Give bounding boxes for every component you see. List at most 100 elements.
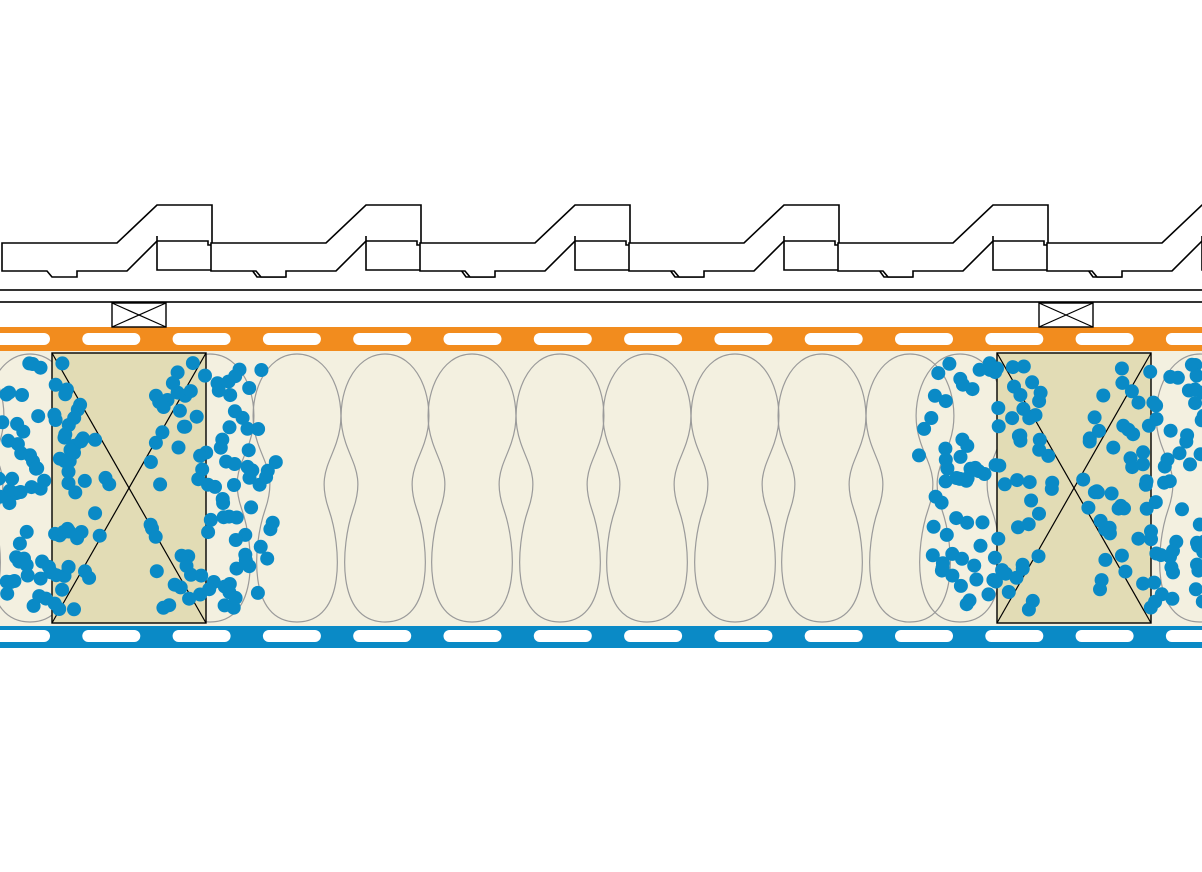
insulation-dot <box>61 464 76 479</box>
insulation-dot <box>55 582 70 597</box>
insulation-dot <box>0 586 15 601</box>
insulation-dot <box>47 596 62 611</box>
insulation-dot <box>153 477 168 492</box>
insulation-dot <box>953 449 968 464</box>
insulation-dot <box>1022 475 1037 490</box>
vapour-control-dash <box>1075 333 1134 345</box>
insulation-dot <box>927 388 942 403</box>
insulation-dot <box>48 377 63 392</box>
insulation-dot <box>939 527 954 542</box>
insulation-dot <box>1191 563 1202 578</box>
vapour-control-dash <box>895 333 953 345</box>
insulation-dot <box>222 420 237 435</box>
insulation-dot <box>242 381 257 395</box>
insulation-dot <box>1106 440 1121 455</box>
insulation-dot <box>1165 591 1180 606</box>
insulation-dot <box>184 567 198 582</box>
insulation-dot <box>37 473 52 488</box>
insulation-dot <box>0 471 6 486</box>
insulation-dot <box>238 547 253 562</box>
insulation-dot <box>173 580 188 595</box>
insulation-dot <box>1188 582 1202 597</box>
underlay-membrane-dash <box>443 630 502 642</box>
insulation-dot <box>1024 493 1039 508</box>
insulation-dot <box>953 578 968 593</box>
insulation-dot <box>88 506 103 521</box>
insulation-dot <box>942 356 957 371</box>
insulation-dot <box>1139 501 1154 516</box>
underlay-membrane <box>0 626 1202 648</box>
insulation-lobe <box>340 353 430 623</box>
underlay-membrane-dash <box>0 630 50 642</box>
insulation-dot <box>171 440 186 455</box>
underlay-membrane-dash <box>714 630 773 642</box>
insulation-dot <box>1188 396 1202 411</box>
insulation-dot <box>917 421 932 436</box>
insulation-dot <box>41 559 56 574</box>
underlay-membrane-dash <box>353 630 412 642</box>
insulation-dot <box>1141 418 1156 433</box>
insulation-dot <box>15 388 29 402</box>
insulation-dot <box>1125 460 1140 475</box>
insulation-dot <box>991 401 1006 415</box>
insulation-dot <box>185 356 200 371</box>
roof-tile <box>1046 204 1202 278</box>
insulation-dot <box>1005 360 1020 375</box>
insulation-dot <box>26 598 41 613</box>
insulation-dot <box>959 597 974 612</box>
insulation-dot <box>1025 375 1040 390</box>
insulation-dot <box>1144 524 1158 539</box>
insulation-dot <box>208 479 222 494</box>
insulation-dot <box>254 363 269 377</box>
insulation-dot <box>1192 517 1202 532</box>
insulation-dot <box>240 421 255 436</box>
insulation-dot <box>1010 473 1025 488</box>
insulation-dot <box>0 489 8 504</box>
insulation-dot <box>1117 501 1131 516</box>
insulation-dot <box>1195 594 1202 609</box>
insulation-dot <box>953 371 968 386</box>
insulation-dot <box>938 441 953 456</box>
insulation-dot <box>31 409 46 424</box>
insulation-dot <box>1166 565 1180 580</box>
insulation-dot <box>1163 423 1178 438</box>
insulation-dot <box>1015 561 1030 576</box>
insulation-dot <box>216 496 231 510</box>
insulation-dot <box>251 422 266 436</box>
insulation-dot <box>960 515 975 530</box>
vapour-control-dash <box>624 333 683 345</box>
insulation-dot <box>52 451 67 466</box>
insulation-dot <box>1196 409 1202 423</box>
insulation-dot <box>1121 422 1136 437</box>
underlay-membrane-dash <box>533 630 592 642</box>
insulation-dot <box>1016 359 1031 374</box>
insulation-dot <box>997 477 1012 492</box>
insulation-dot <box>924 411 939 425</box>
insulation-dot <box>241 443 256 458</box>
insulation-dot <box>1143 364 1158 379</box>
insulation-dot <box>13 485 28 499</box>
insulation-dot <box>1180 428 1195 443</box>
insulation-dot <box>935 556 950 571</box>
blown-insulation-dots <box>0 356 1202 617</box>
insulation-dot <box>945 568 960 583</box>
insulation-dot <box>244 500 259 515</box>
insulation-dot <box>998 566 1013 581</box>
vapour-control-dash <box>714 333 773 345</box>
insulation-dot <box>1093 513 1108 528</box>
insulation-dot <box>183 384 198 399</box>
insulation-dot <box>148 529 163 544</box>
insulation-lobe <box>777 353 867 623</box>
insulation-dot <box>1104 486 1119 501</box>
insulation-dot <box>1032 432 1047 447</box>
vapour-control-dash <box>1165 333 1202 345</box>
insulation-dot <box>68 485 83 500</box>
insulation-dot <box>1013 388 1028 402</box>
insulation-dot <box>955 551 969 566</box>
insulation-dot <box>172 403 187 418</box>
insulation-dot <box>55 356 70 371</box>
insulation-dot <box>981 587 996 602</box>
insulation-dot <box>58 387 73 402</box>
insulation-dot <box>240 459 255 474</box>
